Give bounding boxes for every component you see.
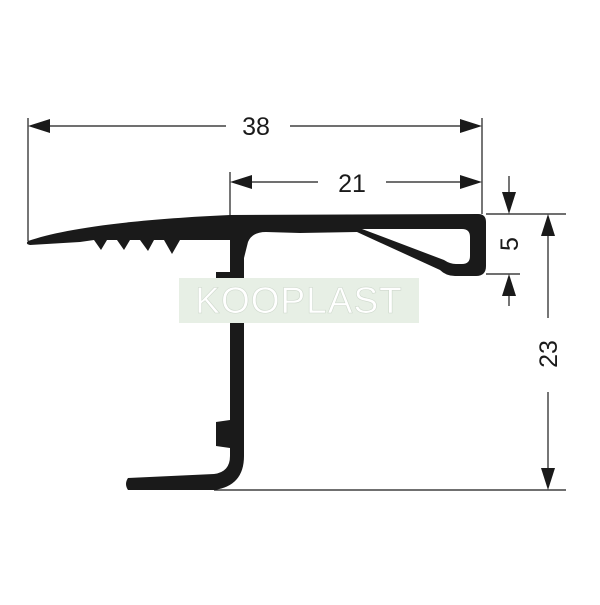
watermark-background: [179, 278, 419, 323]
arrow-5-bottom: [502, 274, 516, 296]
profile-body: [26, 214, 486, 490]
arrow-21-left: [230, 175, 252, 189]
dim-label-38: 38: [242, 113, 270, 141]
arrow-21-right: [460, 175, 482, 189]
dim-label-23: 23: [535, 340, 563, 368]
arrow-5-top: [502, 192, 516, 214]
dim-label-21: 21: [338, 170, 366, 198]
arrow-38-right: [460, 119, 482, 133]
watermark-text: KOOPLAST: [195, 280, 402, 321]
aluminium-profile: [26, 214, 486, 490]
dim-label-5: 5: [496, 237, 524, 251]
arrow-23-bottom: [541, 468, 555, 490]
arrowheads: [28, 119, 555, 490]
arrow-38-left: [28, 119, 50, 133]
watermark: KOOPLAST: [179, 278, 419, 323]
arrow-23-top: [541, 214, 555, 236]
dimension-labels: 38 21 5 23: [242, 113, 563, 368]
